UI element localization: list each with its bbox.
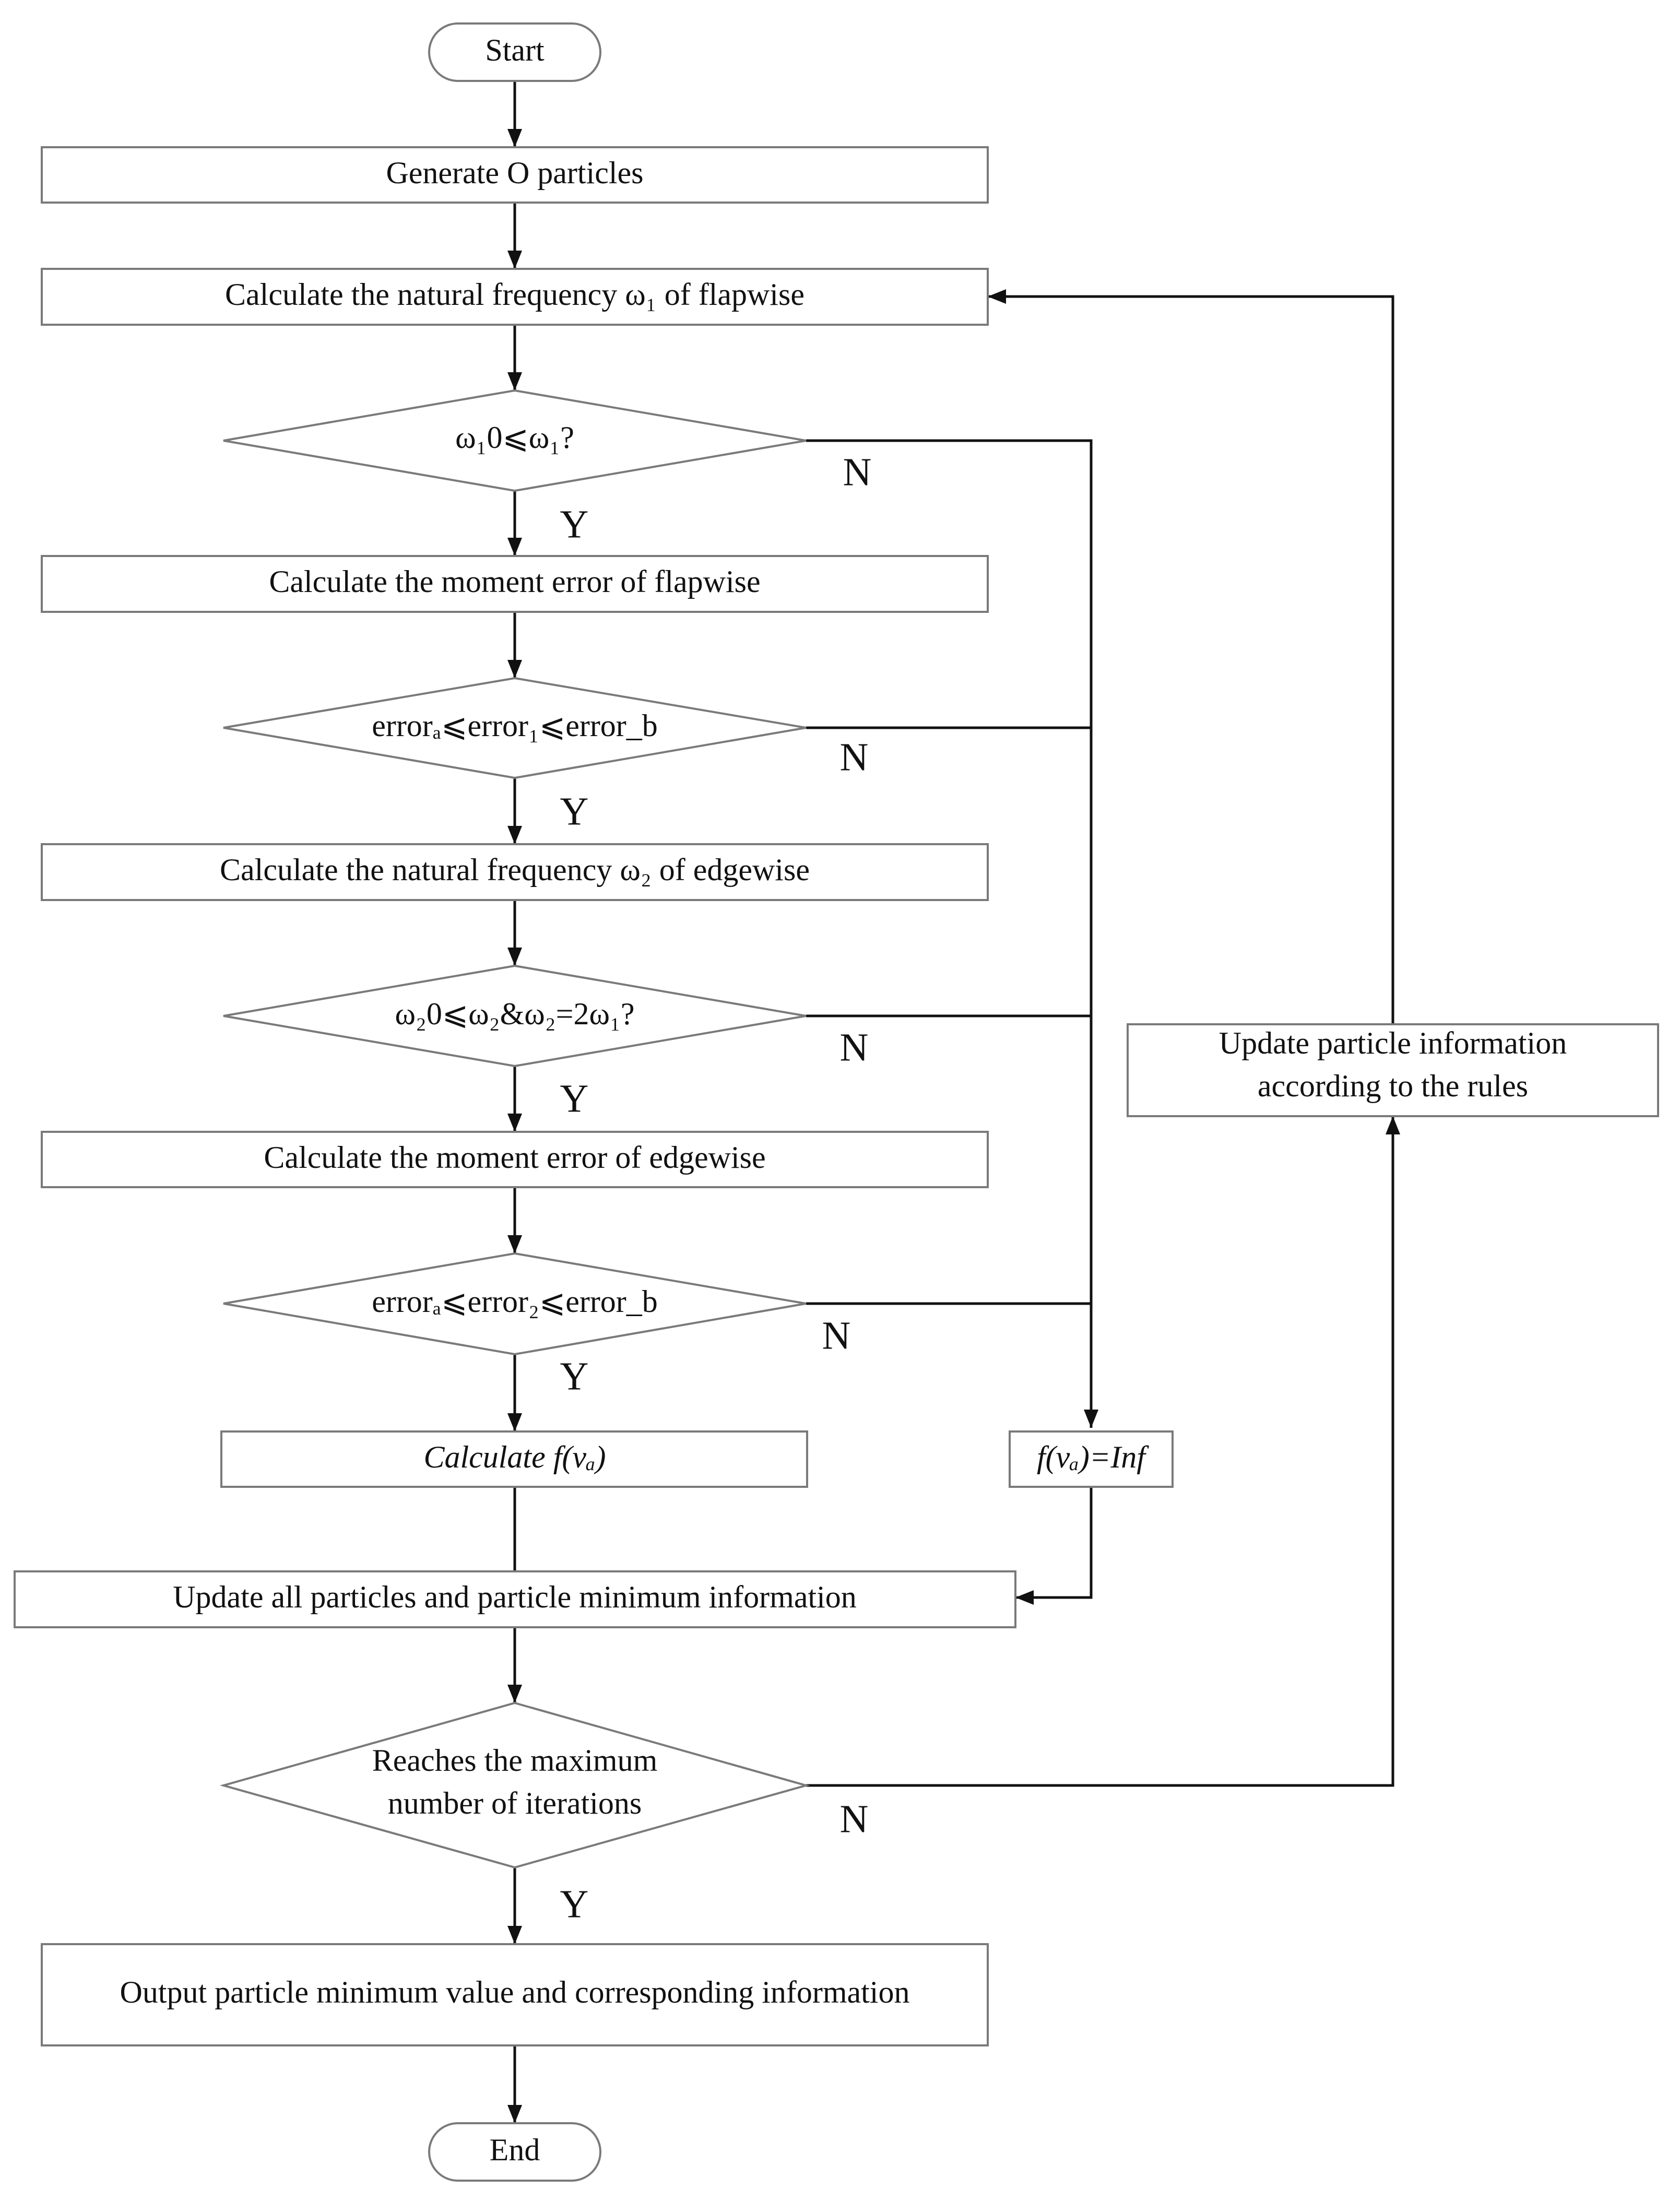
decision-d1-label: ω₁0⩽ω₁? <box>455 420 574 455</box>
process-output-label: Output particle minimum value and corres… <box>120 1975 910 2009</box>
decision-moment-edge-check: errorₐ⩽error₂⩽error_b <box>223 1252 807 1356</box>
process-update-all-label: Update all particles and particle minimu… <box>173 1580 857 1614</box>
process-freq-flap-label: Calculate the natural frequency ω₁ of fl… <box>225 277 804 312</box>
yes-label-d2: Y <box>560 789 589 833</box>
start-terminal: Start <box>428 22 601 82</box>
process-calc-f-label: Calculate f(vₐ) <box>423 1440 606 1474</box>
decision-d2-label: errorₐ⩽error₁⩽error_b <box>372 708 658 743</box>
decision-d4-label: errorₐ⩽error₂⩽error_b <box>372 1284 658 1319</box>
end-label: End <box>490 2133 540 2167</box>
no-label-d1: N <box>843 450 872 494</box>
yes-label-d3: Y <box>560 1076 589 1120</box>
no-branch-connectors <box>806 289 1400 1787</box>
process-generate-label: Generate O particles <box>386 156 643 190</box>
process-freq-edge-label: Calculate the natural frequency ω₂ of ed… <box>220 853 810 887</box>
process-generate-particles: Generate O particles <box>41 146 989 204</box>
no-label-d5: N <box>840 1797 869 1841</box>
no-label-d3: N <box>840 1025 869 1069</box>
start-label: Start <box>485 33 545 67</box>
process-moment-flap-label: Calculate the moment error of flapwise <box>269 564 760 599</box>
no-branch-bus-to-inf <box>806 439 1098 1428</box>
yes-label-d1: Y <box>560 502 589 546</box>
process-f-inf: f(vₐ)=Inf <box>1009 1430 1174 1488</box>
process-calc-freq-flapwise: Calculate the natural frequency ω₁ of fl… <box>41 268 989 326</box>
process-calc-moment-edgewise: Calculate the moment error of edgewise <box>41 1131 989 1188</box>
branch-labels: Y N Y N Y N Y N Y N <box>560 450 872 1926</box>
process-calc-freq-edgewise: Calculate the natural frequency ω₂ of ed… <box>41 843 989 901</box>
process-calc-moment-flapwise: Calculate the moment error of flapwise <box>41 555 989 613</box>
decision-max-iterations: Reaches the maximum number of iterations <box>219 1701 810 1869</box>
yes-label-d5: Y <box>560 1882 589 1926</box>
process-update-particle-info: Update particle information according to… <box>1127 1023 1659 1117</box>
arrow-d5-no-to-update-info <box>806 1116 1400 1787</box>
arrow-inf-to-update-all <box>1015 1487 1093 1605</box>
decision-d5-line1: Reaches the maximum <box>372 1743 658 1778</box>
process-update-info-line1: Update particle information <box>1219 1026 1567 1060</box>
arrow-update-info-loop <box>988 289 1394 1024</box>
process-calculate-f: Calculate f(vₐ) <box>220 1430 808 1488</box>
process-update-info-line2: according to the rules <box>1258 1069 1528 1103</box>
process-update-all-particles: Update all particles and particle minimu… <box>14 1570 1016 1628</box>
decision-freq-flap-check: ω₁0⩽ω₁? <box>223 389 807 492</box>
end-terminal: End <box>428 2122 601 2182</box>
decision-freq-edge-check: ω₂0⩽ω₂&ω₂=2ω₁? <box>223 964 807 1068</box>
decision-moment-flap-check: errorₐ⩽error₁⩽error_b <box>223 677 807 779</box>
process-f-inf-label: f(vₐ)=Inf <box>1037 1440 1149 1474</box>
process-moment-edge-label: Calculate the moment error of edgewise <box>264 1140 765 1175</box>
decision-d3-label: ω₂0⩽ω₂&ω₂=2ω₁? <box>395 997 634 1031</box>
process-output-minimum: Output particle minimum value and corres… <box>41 1943 989 2046</box>
yes-label-d4: Y <box>560 1354 589 1398</box>
no-label-d2: N <box>840 735 869 779</box>
no-label-d4: N <box>822 1314 851 1357</box>
decision-d5-line2: number of iterations <box>388 1786 642 1820</box>
